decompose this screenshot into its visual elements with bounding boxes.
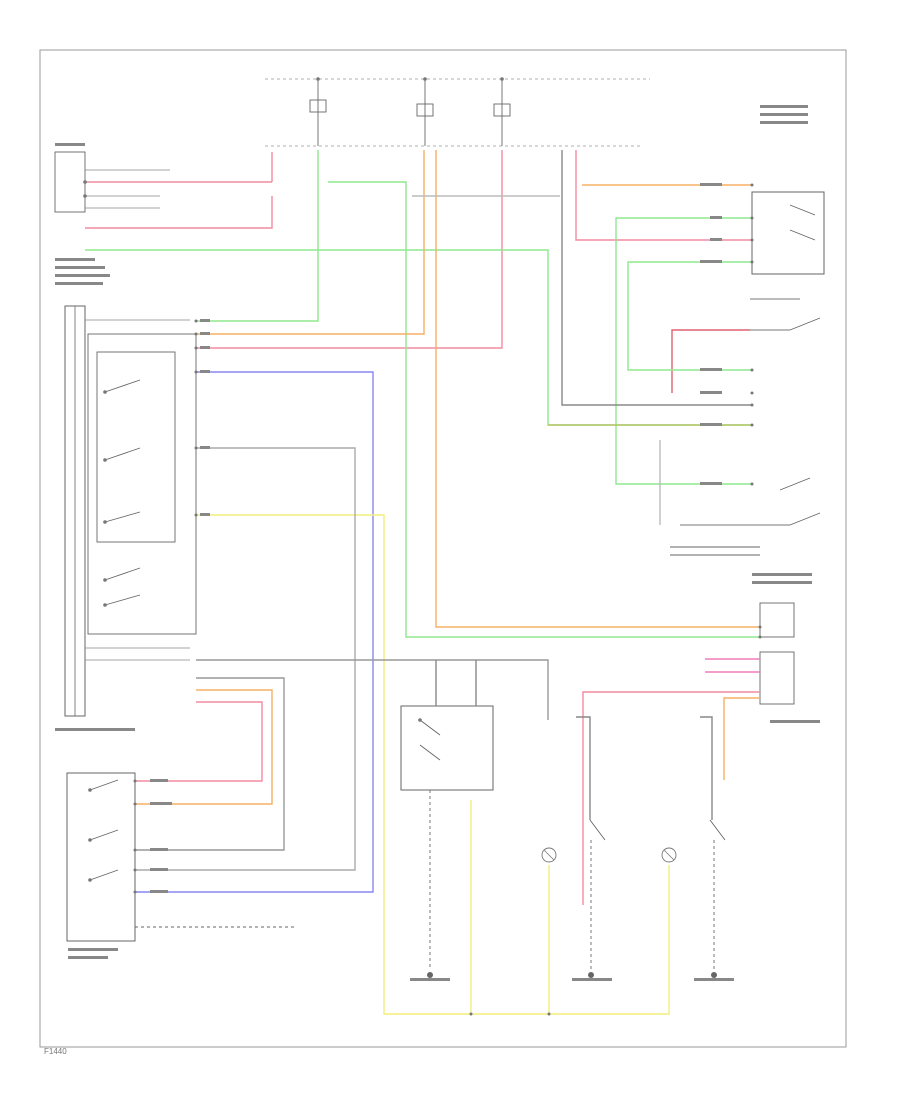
wire-label-marks <box>55 105 820 981</box>
right-front-lock-actuator <box>751 191 825 275</box>
diagram-code: F1440 <box>44 1047 67 1056</box>
master-switch-block <box>54 151 272 213</box>
power-window-main-switch <box>64 305 197 717</box>
ground-points <box>427 790 717 978</box>
connector-pins <box>133 183 762 1016</box>
wires <box>85 150 760 1015</box>
center-lock-actuator <box>400 705 494 791</box>
diagram-frame <box>39 49 847 1048</box>
rear-door-switch <box>66 772 295 942</box>
power-buses <box>265 77 650 147</box>
courtesy-lamps <box>541 819 726 863</box>
right-switch-group <box>670 298 821 705</box>
